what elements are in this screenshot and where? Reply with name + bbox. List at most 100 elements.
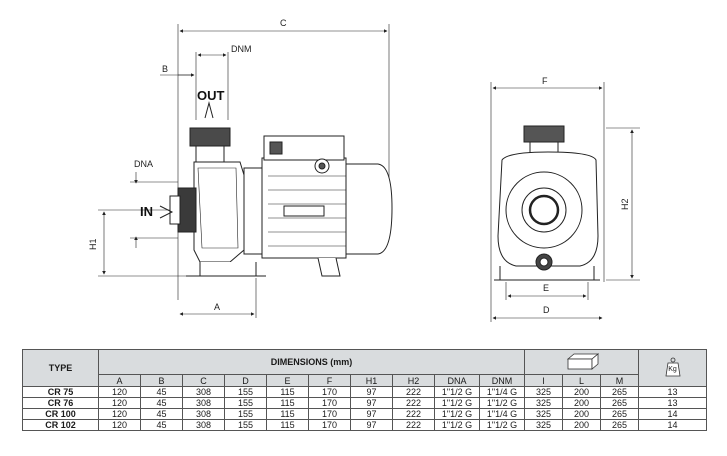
- dim-column-header: DNA: [434, 374, 480, 387]
- dim-column-header: DNM: [478, 374, 526, 387]
- type-cell: CR 100: [22, 408, 99, 420]
- dim-column-header: B: [140, 374, 183, 387]
- package-cell: 265: [600, 397, 640, 409]
- dimensions-header: DIMENSIONS (mm): [97, 348, 526, 376]
- package-box-icon: [566, 353, 599, 370]
- dimension-cell: 1"1/4 G: [478, 386, 526, 398]
- weight-cell: 14: [638, 419, 708, 431]
- dimension-cell: 45: [140, 386, 183, 398]
- dimension-cell: 45: [140, 408, 183, 420]
- dimension-cell: 115: [266, 397, 309, 409]
- dimension-cell: 120: [98, 386, 141, 398]
- type-cell: CR 102: [22, 419, 99, 431]
- dimension-cell: 115: [266, 419, 309, 431]
- package-cell: 200: [562, 408, 602, 420]
- package-column-header: I: [524, 374, 564, 387]
- label-a: A: [214, 302, 220, 312]
- label-e: E: [543, 283, 549, 293]
- dim-column-header: C: [182, 374, 225, 387]
- dimension-cell: 222: [392, 408, 435, 420]
- dimension-cell: 155: [224, 419, 267, 431]
- dimension-cell: 155: [224, 386, 267, 398]
- dimension-cell: 115: [266, 386, 309, 398]
- dimension-cell: 1"1/2 G: [434, 386, 480, 398]
- package-cell: 325: [524, 408, 564, 420]
- label-dna: DNA: [134, 159, 153, 169]
- dimension-cell: 97: [350, 408, 393, 420]
- package-cell: 325: [524, 419, 564, 431]
- dimension-cell: 170: [308, 386, 351, 398]
- dimension-cell: 115: [266, 408, 309, 420]
- dimension-cell: 222: [392, 397, 435, 409]
- package-cell: 325: [524, 386, 564, 398]
- dimension-cell: 97: [350, 386, 393, 398]
- label-h1: H1: [88, 238, 98, 250]
- dim-column-header: F: [308, 374, 351, 387]
- label-c: C: [280, 18, 287, 28]
- label-b: B: [162, 64, 168, 74]
- dimension-cell: 308: [182, 397, 225, 409]
- weight-cell: 14: [638, 408, 708, 420]
- dimension-cell: 308: [182, 386, 225, 398]
- dimension-cell: 170: [308, 397, 351, 409]
- label-dnm: DNM: [231, 44, 252, 54]
- dimension-cell: 308: [182, 419, 225, 431]
- label-f: F: [542, 76, 548, 86]
- dimension-cell: 170: [308, 408, 351, 420]
- weight-cell: 13: [638, 386, 708, 398]
- dimension-cell: 1"1/2 G: [434, 408, 480, 420]
- dimension-cell: 97: [350, 419, 393, 431]
- dim-column-header: E: [266, 374, 309, 387]
- package-cell: 200: [562, 386, 602, 398]
- dim-column-header: A: [98, 374, 141, 387]
- label-in: IN: [140, 204, 153, 219]
- package-cell: 325: [524, 397, 564, 409]
- front-view: [490, 82, 640, 322]
- package-column-header: L: [562, 374, 602, 387]
- weight-icon-label: Kg: [668, 366, 677, 373]
- label-d: D: [543, 305, 550, 315]
- dim-column-header: H2: [392, 374, 435, 387]
- dimension-cell: 308: [182, 408, 225, 420]
- dimension-cell: 97: [350, 397, 393, 409]
- label-h2: H2: [620, 198, 630, 210]
- dimension-cell: 45: [140, 397, 183, 409]
- package-cell: 200: [562, 419, 602, 431]
- dimension-cell: 170: [308, 419, 351, 431]
- dimension-cell: 45: [140, 419, 183, 431]
- dim-column-header: D: [224, 374, 267, 387]
- package-icon-cell: [524, 348, 640, 376]
- dimension-cell: 1"1/2 G: [478, 397, 526, 409]
- dimension-cell: 222: [392, 419, 435, 431]
- dimension-cell: 120: [98, 419, 141, 431]
- dimension-cell: 1"1/2 G: [434, 397, 480, 409]
- package-cell: 200: [562, 397, 602, 409]
- weight-cell: 13: [638, 397, 708, 409]
- dim-column-header: H1: [350, 374, 393, 387]
- weight-icon: Kg: [665, 357, 681, 377]
- dimension-cell: 155: [224, 397, 267, 409]
- dimension-cell: 120: [98, 408, 141, 420]
- dimension-cell: 222: [392, 386, 435, 398]
- side-view: [98, 24, 393, 318]
- dimension-cell: 120: [98, 397, 141, 409]
- label-out: OUT: [197, 88, 225, 103]
- type-cell: CR 75: [22, 386, 99, 398]
- dimension-cell: 1"1/4 G: [478, 408, 526, 420]
- package-column-header: M: [600, 374, 640, 387]
- type-header: TYPE: [22, 349, 99, 387]
- dimension-cell: 1"1/2 G: [434, 419, 480, 431]
- package-cell: 265: [600, 386, 640, 398]
- type-cell: CR 76: [22, 397, 99, 409]
- dimension-cell: 155: [224, 408, 267, 420]
- dimension-cell: 1"1/2 G: [478, 419, 526, 431]
- pump-dimension-drawing: C DNM B OUT DNA IN H1 A F H2 E D: [88, 18, 640, 322]
- package-cell: 265: [600, 419, 640, 431]
- weight-icon-cell: Kg: [638, 349, 708, 387]
- package-cell: 265: [600, 408, 640, 420]
